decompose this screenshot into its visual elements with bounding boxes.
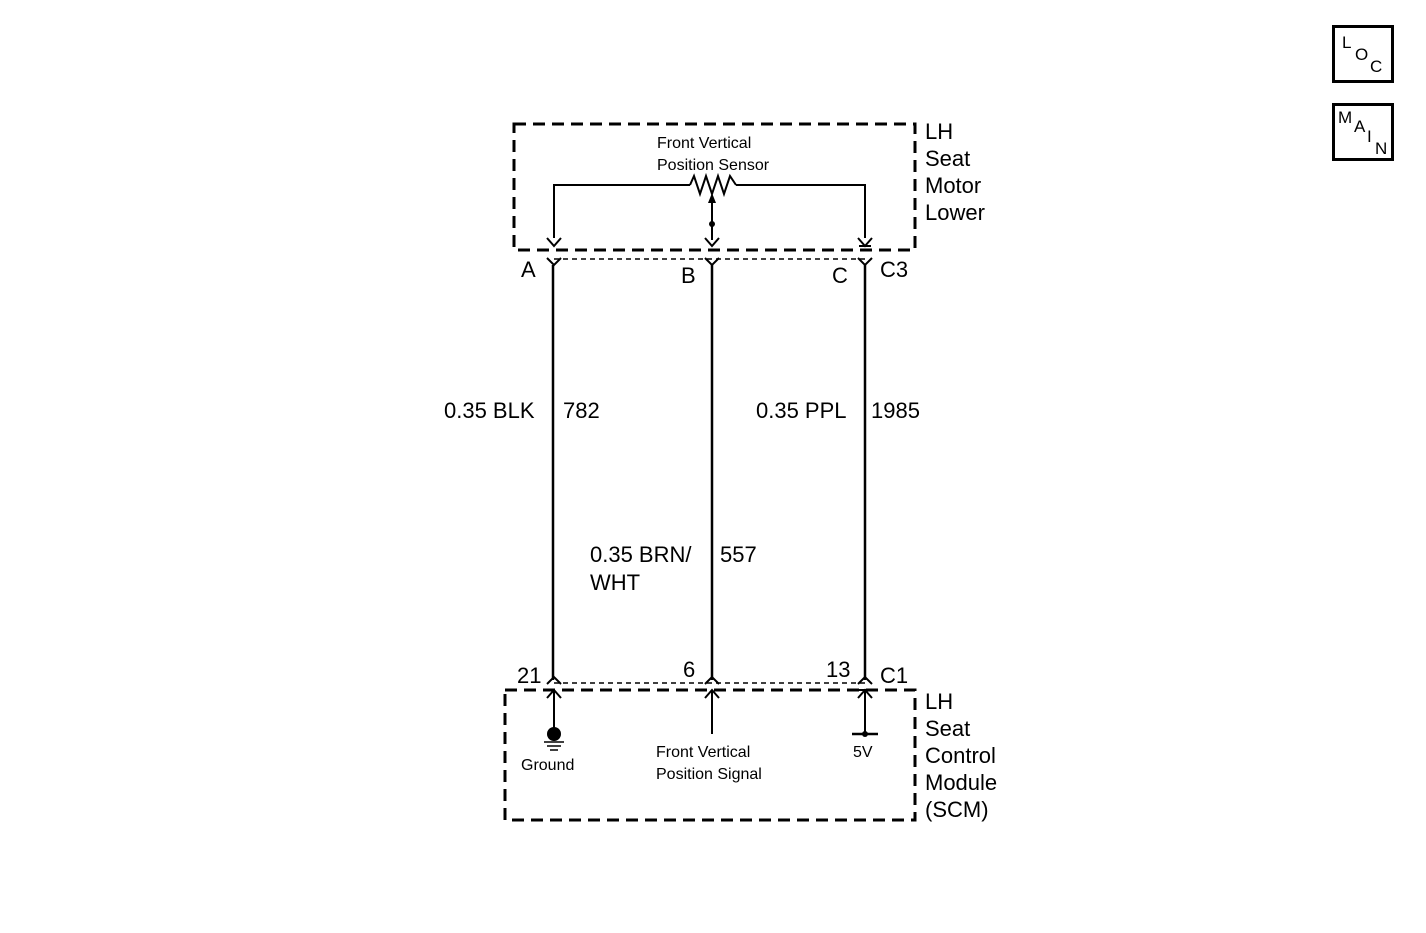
c1-pin-21: 21 xyxy=(517,663,541,688)
5v-supply-icon xyxy=(852,690,878,737)
ground-label: Ground xyxy=(521,757,574,774)
signal-label-line-1: Front Vertical xyxy=(656,744,750,761)
module-name-line-5: (SCM) xyxy=(925,797,989,822)
position-sensor-potentiometer xyxy=(553,172,866,240)
c3-pin-c: C xyxy=(832,263,848,288)
main-button[interactable]: M A I N xyxy=(1332,103,1394,161)
signal-label-line-2: Position Signal xyxy=(656,766,762,783)
main-letter-n: N xyxy=(1375,139,1388,158)
motor-name-line-4: Lower xyxy=(925,200,985,225)
loc-letter-c: C xyxy=(1370,57,1383,76)
motor-pin-arrows xyxy=(546,237,873,248)
module-pin-arrows xyxy=(546,688,873,699)
main-letter-i: I xyxy=(1367,127,1372,146)
wire-1985-color: 0.35 PPL xyxy=(756,398,847,423)
ground-icon xyxy=(544,690,564,751)
wire-1985-circuit: 1985 xyxy=(871,398,920,423)
c3-pin-a: A xyxy=(521,257,536,282)
sensor-label-line-2: Position Sensor xyxy=(657,157,770,174)
motor-name-line-3: Motor xyxy=(925,173,981,198)
c1-pin-6: 6 xyxy=(683,657,695,682)
sensor-label-line-1: Front Vertical xyxy=(657,135,751,152)
loc-letter-l: L xyxy=(1342,33,1352,52)
module-name-line-1: LH xyxy=(925,689,953,714)
seat-motor-box xyxy=(512,122,917,252)
wire-557-color-line-2: WHT xyxy=(590,570,640,595)
wire-557-color-line-1: 0.35 BRN/ xyxy=(590,542,692,567)
wire-782-color: 0.35 BLK xyxy=(444,398,535,423)
c3-pin-b: B xyxy=(681,263,696,288)
module-name-line-3: Control xyxy=(925,743,996,768)
module-name-line-2: Seat xyxy=(925,716,970,741)
supply-5v-label: 5V xyxy=(853,744,873,761)
wire-782-circuit: 782 xyxy=(563,398,600,423)
loc-letter-o: O xyxy=(1355,45,1369,64)
main-letter-a: A xyxy=(1354,117,1366,136)
c1-pin-13: 13 xyxy=(826,657,850,682)
c1-pin-chevrons xyxy=(546,675,873,685)
seat-control-module-box xyxy=(503,688,917,822)
c3-connector-label: C3 xyxy=(880,257,908,282)
c1-connector-label: C1 xyxy=(880,663,908,688)
main-letter-m: M xyxy=(1338,108,1353,127)
module-name-line-4: Module xyxy=(925,770,997,795)
wire-557-circuit: 557 xyxy=(720,542,757,567)
motor-name-line-2: Seat xyxy=(925,146,970,171)
loc-button[interactable]: L O C xyxy=(1332,25,1394,83)
motor-name-line-1: LH xyxy=(925,119,953,144)
